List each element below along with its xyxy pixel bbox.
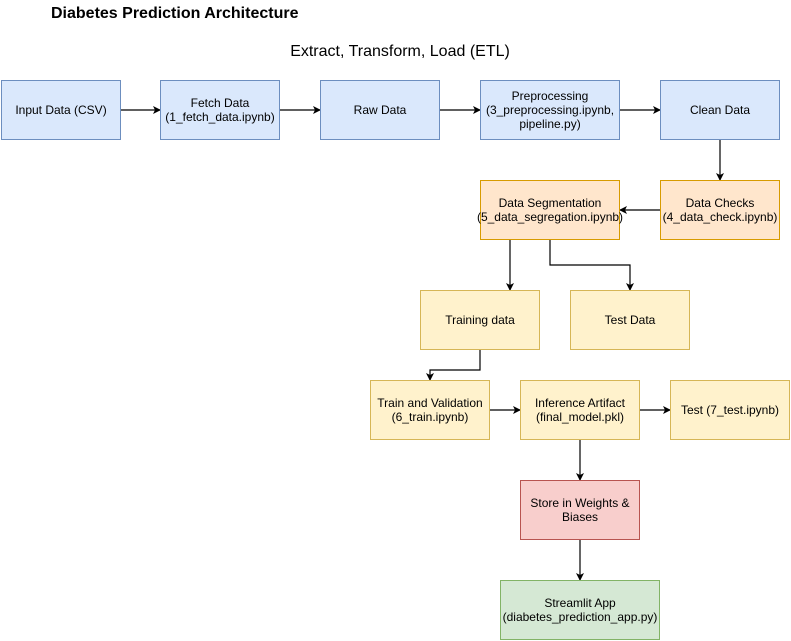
- node-fetch-data[interactable]: Fetch Data(1_fetch_data.ipynb): [160, 80, 280, 140]
- node-data-checks[interactable]: Data Checks(4_data_check.ipynb): [660, 180, 780, 240]
- etl-section-label: Extract, Transform, Load (ETL): [290, 43, 510, 60]
- node-label-line: Data Checks: [685, 196, 755, 210]
- node-training-data[interactable]: Training data: [420, 290, 540, 350]
- node-label-line: Training data: [445, 313, 515, 327]
- node-label-line: (diabetes_prediction_app.py): [502, 610, 658, 624]
- node-inference-artifact[interactable]: Inference Artifact(final_model.pkl): [520, 380, 640, 440]
- node-clean-data[interactable]: Clean Data: [660, 80, 780, 140]
- node-label-line: Test (7_test.ipynb): [680, 403, 780, 417]
- node-label-line: Test Data: [604, 313, 656, 327]
- edge-train-to-trainval: [426, 350, 481, 381]
- node-label-line: (3_preprocessing.ipynb,: [485, 103, 615, 117]
- node-label-line: pipeline.py): [519, 117, 581, 131]
- node-preprocessing[interactable]: Preprocessing(3_preprocessing.ipynb,pipe…: [480, 80, 620, 140]
- node-label-line: Fetch Data: [190, 96, 250, 110]
- node-raw-data[interactable]: Raw Data: [320, 80, 440, 140]
- node-train-validation[interactable]: Train and Validation(6_train.ipynb): [370, 380, 490, 440]
- node-test-notebook[interactable]: Test (7_test.ipynb): [670, 380, 790, 440]
- node-label-line: (4_data_check.ipynb): [662, 210, 778, 224]
- node-label-line: Streamlit App: [544, 596, 616, 610]
- node-label-line: Data Segmentation: [498, 196, 602, 210]
- node-label-line: Raw Data: [353, 103, 407, 117]
- node-data-segmentation[interactable]: Data Segmentation(5_data_segregation.ipy…: [476, 180, 624, 240]
- node-label-line: Preprocessing: [511, 89, 589, 103]
- node-label-line: (6_train.ipynb): [391, 410, 469, 424]
- node-label-line: Biases: [561, 510, 599, 524]
- node-label-line: (final_model.pkl): [535, 410, 625, 424]
- node-label-line: Inference Artifact: [534, 396, 626, 410]
- node-test-data[interactable]: Test Data: [570, 290, 690, 350]
- edge-seg-to-test: [549, 240, 634, 291]
- diagram-title: Diabetes Prediction Architecture: [51, 5, 299, 22]
- node-label-line: (5_data_segregation.ipynb): [476, 210, 624, 224]
- node-input-data[interactable]: Input Data (CSV): [1, 80, 121, 140]
- node-streamlit-app[interactable]: Streamlit App(diabetes_prediction_app.py…: [500, 580, 660, 640]
- node-label-line: Input Data (CSV): [15, 103, 107, 117]
- node-label-line: Train and Validation: [377, 396, 483, 410]
- node-label-line: (1_fetch_data.ipynb): [165, 110, 275, 124]
- node-label-line: Clean Data: [689, 103, 751, 117]
- node-weights-biases[interactable]: Store in Weights &Biases: [520, 480, 640, 540]
- node-label-line: Store in Weights &: [530, 496, 630, 510]
